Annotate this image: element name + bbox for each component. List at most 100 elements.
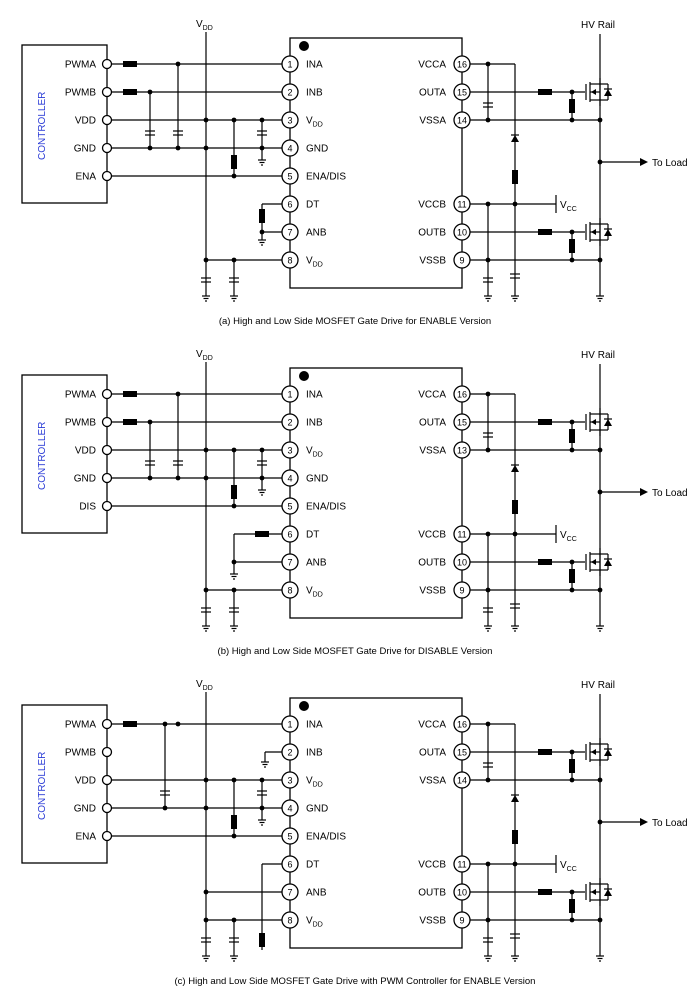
junction-dot	[203, 117, 209, 123]
label-main: DT	[306, 530, 319, 541]
label-main: ENA/DIS	[306, 502, 346, 513]
label-subscript: DD	[203, 25, 213, 32]
junction-dot	[203, 447, 209, 453]
pin-number: 14	[457, 775, 467, 785]
junction-dot	[203, 145, 209, 151]
label-main: ENA/DIS	[306, 832, 346, 843]
pin-number: 8	[287, 915, 292, 925]
junction-dot	[485, 721, 491, 727]
pin-label-6: DT	[306, 200, 319, 211]
to-load-label: To Load	[652, 488, 688, 499]
resistor	[512, 500, 518, 514]
pin-label-6: DT	[306, 860, 319, 871]
junction-dot	[512, 201, 518, 207]
pin-label-2: INB	[306, 748, 323, 759]
controller-pin-dis: DIS	[79, 502, 96, 513]
label-main: INB	[306, 88, 323, 99]
controller-pin	[101, 802, 113, 814]
driver-ic	[289, 697, 463, 949]
label-main: V	[196, 679, 203, 690]
arrow	[591, 229, 596, 235]
controller-pin	[101, 142, 113, 154]
junction-dot	[597, 917, 603, 923]
junction-dot	[569, 587, 575, 593]
resistor	[569, 429, 575, 443]
controller-pin	[101, 170, 113, 182]
junction-dot	[597, 587, 603, 593]
controller-pin	[101, 472, 113, 484]
junction-dot	[597, 777, 603, 783]
label-main: V	[560, 530, 567, 541]
label-main: GND	[306, 474, 328, 485]
pin-number: 8	[287, 255, 292, 265]
pin-label-16: VCCA	[418, 390, 446, 401]
pin-label-10: OUTB	[418, 228, 446, 239]
label-main: DT	[306, 860, 319, 871]
label-main: ANB	[306, 888, 327, 899]
pin1-marker	[299, 371, 309, 381]
pin-number: 5	[287, 831, 292, 841]
vcc-label: VCC	[560, 530, 577, 543]
pin-label-4: GND	[306, 474, 328, 485]
resistor	[123, 419, 137, 425]
pin-label-7: ANB	[306, 228, 327, 239]
pin-label-15: OUTA	[419, 88, 446, 99]
body-diode	[604, 89, 612, 96]
body-diode	[604, 229, 612, 236]
resistor	[538, 89, 552, 95]
resistor	[538, 889, 552, 895]
pin-label-8: VDD	[306, 916, 323, 929]
low-side-mosfet	[585, 548, 612, 576]
pin-number: 16	[457, 719, 467, 729]
driver-ic	[289, 37, 463, 289]
junction-dot	[259, 777, 265, 783]
body-diode	[604, 559, 612, 566]
label-main: V	[196, 19, 203, 30]
resistor	[259, 933, 265, 947]
pin-number: 11	[457, 199, 466, 209]
resistor	[569, 239, 575, 253]
controller-pin	[101, 114, 113, 126]
junction-dot	[485, 587, 491, 593]
pin-label-14: VSSA	[419, 116, 446, 127]
pin-number: 6	[287, 529, 292, 539]
junction-dot	[569, 917, 575, 923]
resistor	[123, 89, 137, 95]
resistor	[231, 155, 237, 169]
junction-dot	[512, 861, 518, 867]
pin-label-2: INB	[306, 418, 323, 429]
label-subscript: DD	[203, 355, 213, 362]
bootstrap-diode	[511, 795, 519, 802]
label-subscript: CC	[567, 206, 577, 213]
high-side-mosfet	[585, 738, 612, 766]
label-main: GND	[306, 144, 328, 155]
pin-label-10: OUTB	[418, 558, 446, 569]
junction-dot	[203, 777, 209, 783]
label-main: V	[306, 256, 313, 267]
controller-pin	[101, 830, 113, 842]
high-side-mosfet	[585, 78, 612, 106]
label-main: GND	[306, 804, 328, 815]
controller-pin	[101, 444, 113, 456]
label-subscript: CC	[567, 866, 577, 873]
resistor	[123, 721, 137, 727]
controller-pin-vdd: VDD	[75, 776, 96, 787]
controller-pin-pwmb: PWMB	[65, 748, 96, 759]
junction-dot	[569, 117, 575, 123]
controller-box	[21, 44, 108, 204]
pin-label-1: INA	[306, 60, 323, 71]
pin-label-5: ENA/DIS	[306, 832, 346, 843]
arrow-right-icon	[640, 488, 648, 496]
pin-number: 4	[287, 143, 292, 153]
pin-label-10: OUTB	[418, 888, 446, 899]
low-side-mosfet	[585, 218, 612, 246]
driver-ic	[289, 367, 463, 619]
label-main: V	[306, 586, 313, 597]
label-subscript: DD	[313, 782, 323, 789]
vdd-supply-label: VDD	[196, 349, 213, 362]
resistor	[512, 170, 518, 184]
body-diode	[604, 749, 612, 756]
pin-number: 15	[457, 417, 467, 427]
